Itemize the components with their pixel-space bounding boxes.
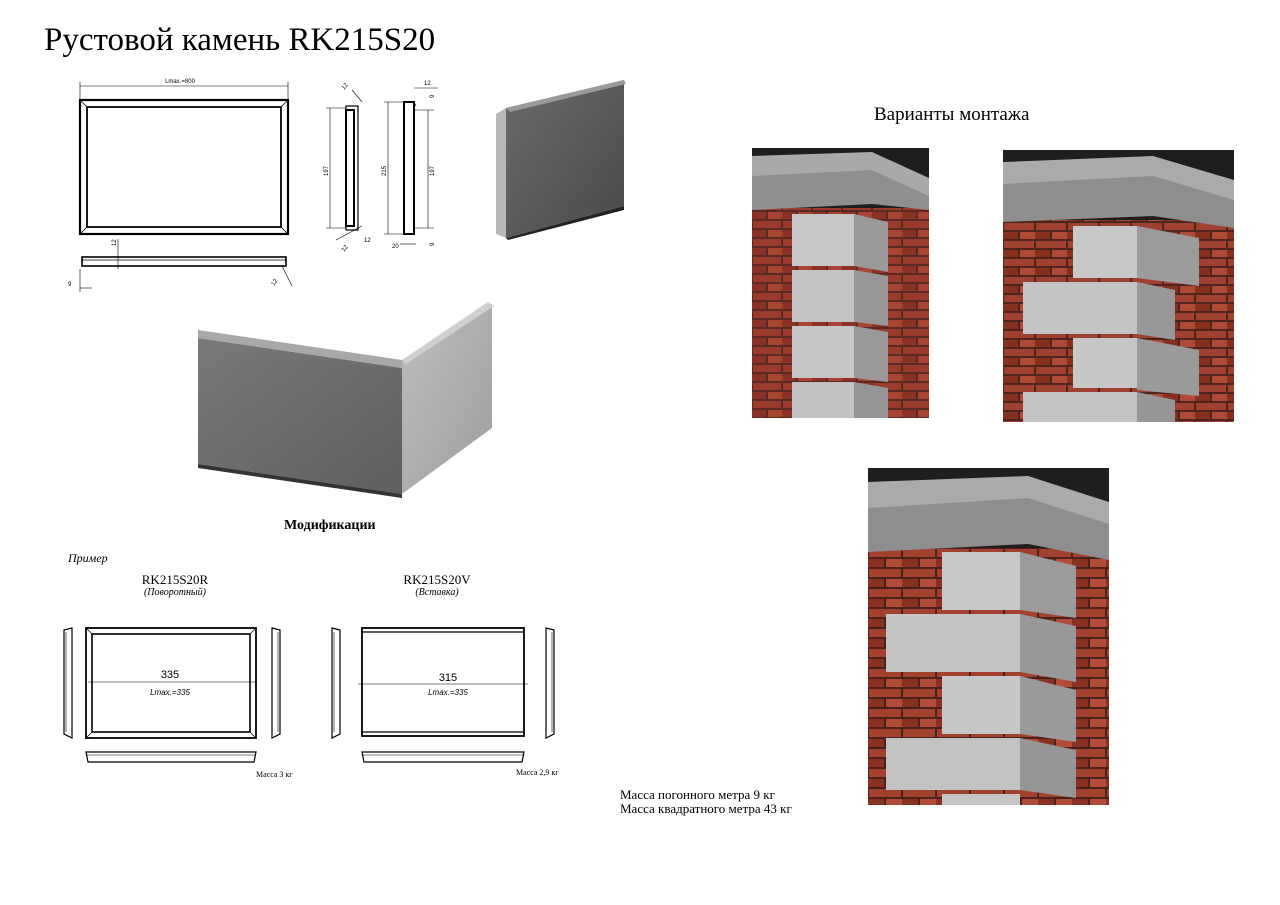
svg-text:12: 12	[364, 238, 371, 244]
mod-v-mass: Масса 2,9 кг	[516, 768, 559, 777]
svg-text:12: 12	[271, 278, 280, 287]
mod-v-lmax: Lmax.=335	[428, 688, 468, 697]
mod-r-subtitle: (Поворотный)	[143, 587, 207, 598]
svg-text:12: 12	[341, 244, 350, 253]
front-view-drawing: Lmax.=800 12 9 12	[68, 79, 293, 292]
example-label: Пример	[68, 551, 108, 565]
mod-r-width: 335	[161, 669, 179, 681]
mass-info: Масса погонного метра 9 кг Масса квадрат…	[620, 788, 792, 816]
svg-text:215: 215	[382, 165, 388, 176]
mod-v-subtitle: (Вставка)	[415, 587, 459, 598]
svg-text:9: 9	[430, 94, 436, 98]
lmax-label: Lmax.=800	[165, 79, 196, 85]
svg-text:12: 12	[341, 82, 350, 91]
svg-text:12: 12	[424, 81, 431, 87]
svg-text:9: 9	[68, 282, 72, 288]
svg-text:197: 197	[430, 165, 436, 176]
mod-r-drawing: 335 Lmax.=335	[63, 627, 281, 763]
stone-3d-render	[496, 80, 626, 240]
variants-title: Варианты монтажа	[874, 104, 1030, 125]
mounting-photo-2	[1003, 150, 1234, 422]
mounting-photo-1	[752, 148, 929, 418]
mod-r-lmax: Lmax.=335	[150, 688, 190, 697]
mod-r-mass: Масса 3 кг	[256, 770, 293, 779]
mod-v-width: 315	[439, 672, 457, 684]
mod-r-code: RK215S20R	[141, 572, 209, 587]
modifications-title: Модификации	[284, 518, 376, 533]
side-view-drawing: 197 12 12 12 215 197 12 9 9 20	[324, 81, 438, 253]
mod-v-drawing: 315 Lmax.=335	[331, 627, 555, 763]
svg-text:20: 20	[392, 244, 399, 250]
svg-text:9: 9	[430, 242, 436, 246]
mod-v-code: RK215S20V	[403, 572, 471, 587]
svg-text:12: 12	[112, 239, 118, 246]
mounting-photo-3	[868, 468, 1109, 805]
svg-text:197: 197	[324, 165, 330, 176]
mass-linear: Масса погонного метра 9 кг	[620, 787, 775, 802]
corner-stone-3d-render	[198, 302, 494, 498]
mass-square: Масса квадратного метра 43 кг	[620, 801, 792, 816]
page-title: Рустовой камень RK215S20	[44, 22, 436, 58]
